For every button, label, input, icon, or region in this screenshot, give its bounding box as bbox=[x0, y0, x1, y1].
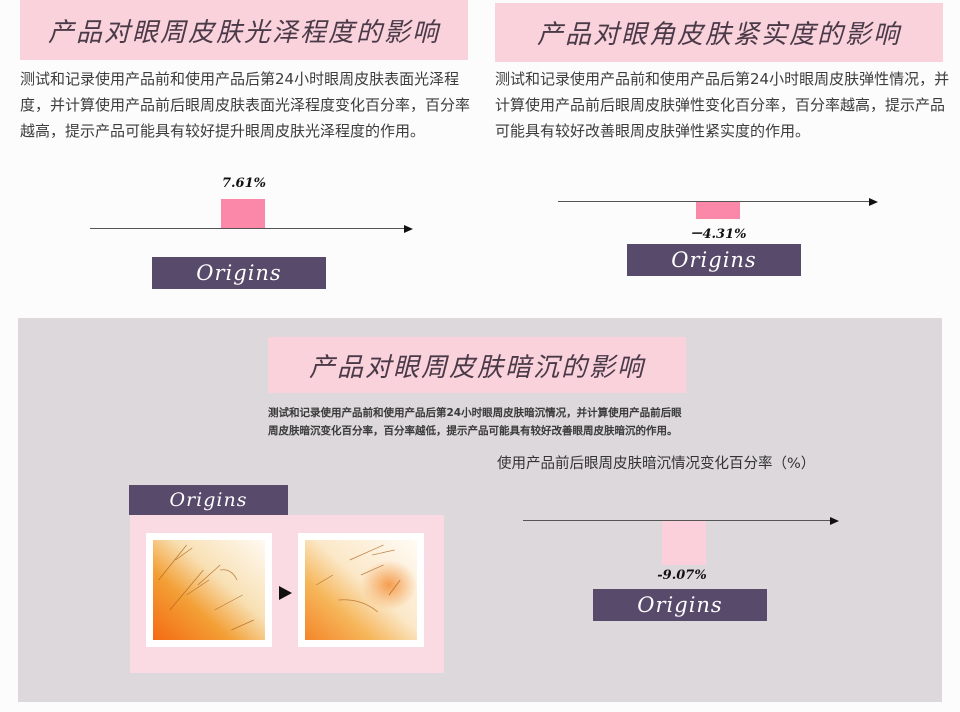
gloss-title-band: 产品对眼周皮肤光泽程度的影响 bbox=[20, 0, 468, 60]
firmness-title: 产品对眼角皮肤紧实度的影响 bbox=[536, 20, 901, 50]
before-skin-image bbox=[146, 533, 272, 647]
firmness-bar bbox=[696, 202, 740, 219]
gloss-title: 产品对眼周皮肤光泽程度的影响 bbox=[47, 17, 440, 48]
firmness-title-band: 产品对眼角皮肤紧实度的影响 bbox=[495, 3, 943, 62]
firmness-brand-label: Origins bbox=[627, 244, 801, 276]
dullness-image-brand-label: Origins bbox=[129, 485, 288, 515]
firmness-axis-arrow-icon bbox=[869, 198, 878, 206]
dullness-axis-arrow-icon bbox=[830, 517, 839, 525]
firmness-description: 测试和记录使用产品前和使用产品后第24小时眼周皮肤弹性情况，并计算使用产品前后眼… bbox=[495, 70, 950, 140]
firmness-value-label: －4.31% bbox=[689, 227, 747, 242]
dullness-value-label: -9.07% bbox=[657, 568, 707, 583]
gloss-description: 测试和记录使用产品前和使用产品后第24小时眼周皮肤表面光泽程度，并计算使用产品前… bbox=[20, 70, 471, 140]
gloss-axis-arrow-icon bbox=[404, 225, 413, 233]
gloss-brand-label: Origins bbox=[152, 257, 326, 289]
after-skin-texture-icon bbox=[305, 540, 417, 640]
dullness-title: 产品对眼周皮肤暗沉的影响 bbox=[308, 352, 645, 383]
dullness-description: 测试和记录使用产品前和使用产品后第24小时眼周皮肤暗沉情况，并计算使用产品前后眼… bbox=[268, 407, 682, 437]
gloss-bar bbox=[221, 199, 265, 228]
dullness-brand-label: Origins bbox=[593, 589, 767, 621]
before-after-arrow-icon bbox=[279, 586, 292, 600]
firmness-axis bbox=[558, 201, 870, 202]
gloss-axis bbox=[90, 228, 404, 229]
dullness-axis bbox=[523, 520, 831, 521]
dullness-title-band: 产品对眼周皮肤暗沉的影响 bbox=[268, 337, 686, 393]
after-skin-image bbox=[298, 533, 424, 647]
dullness-chart-title: 使用产品前后眼周皮肤暗沉情况变化百分率（%） bbox=[497, 456, 816, 472]
before-skin-texture-icon bbox=[153, 540, 265, 640]
gloss-value-label: 7.61% bbox=[221, 176, 266, 191]
dullness-bar bbox=[662, 521, 706, 565]
